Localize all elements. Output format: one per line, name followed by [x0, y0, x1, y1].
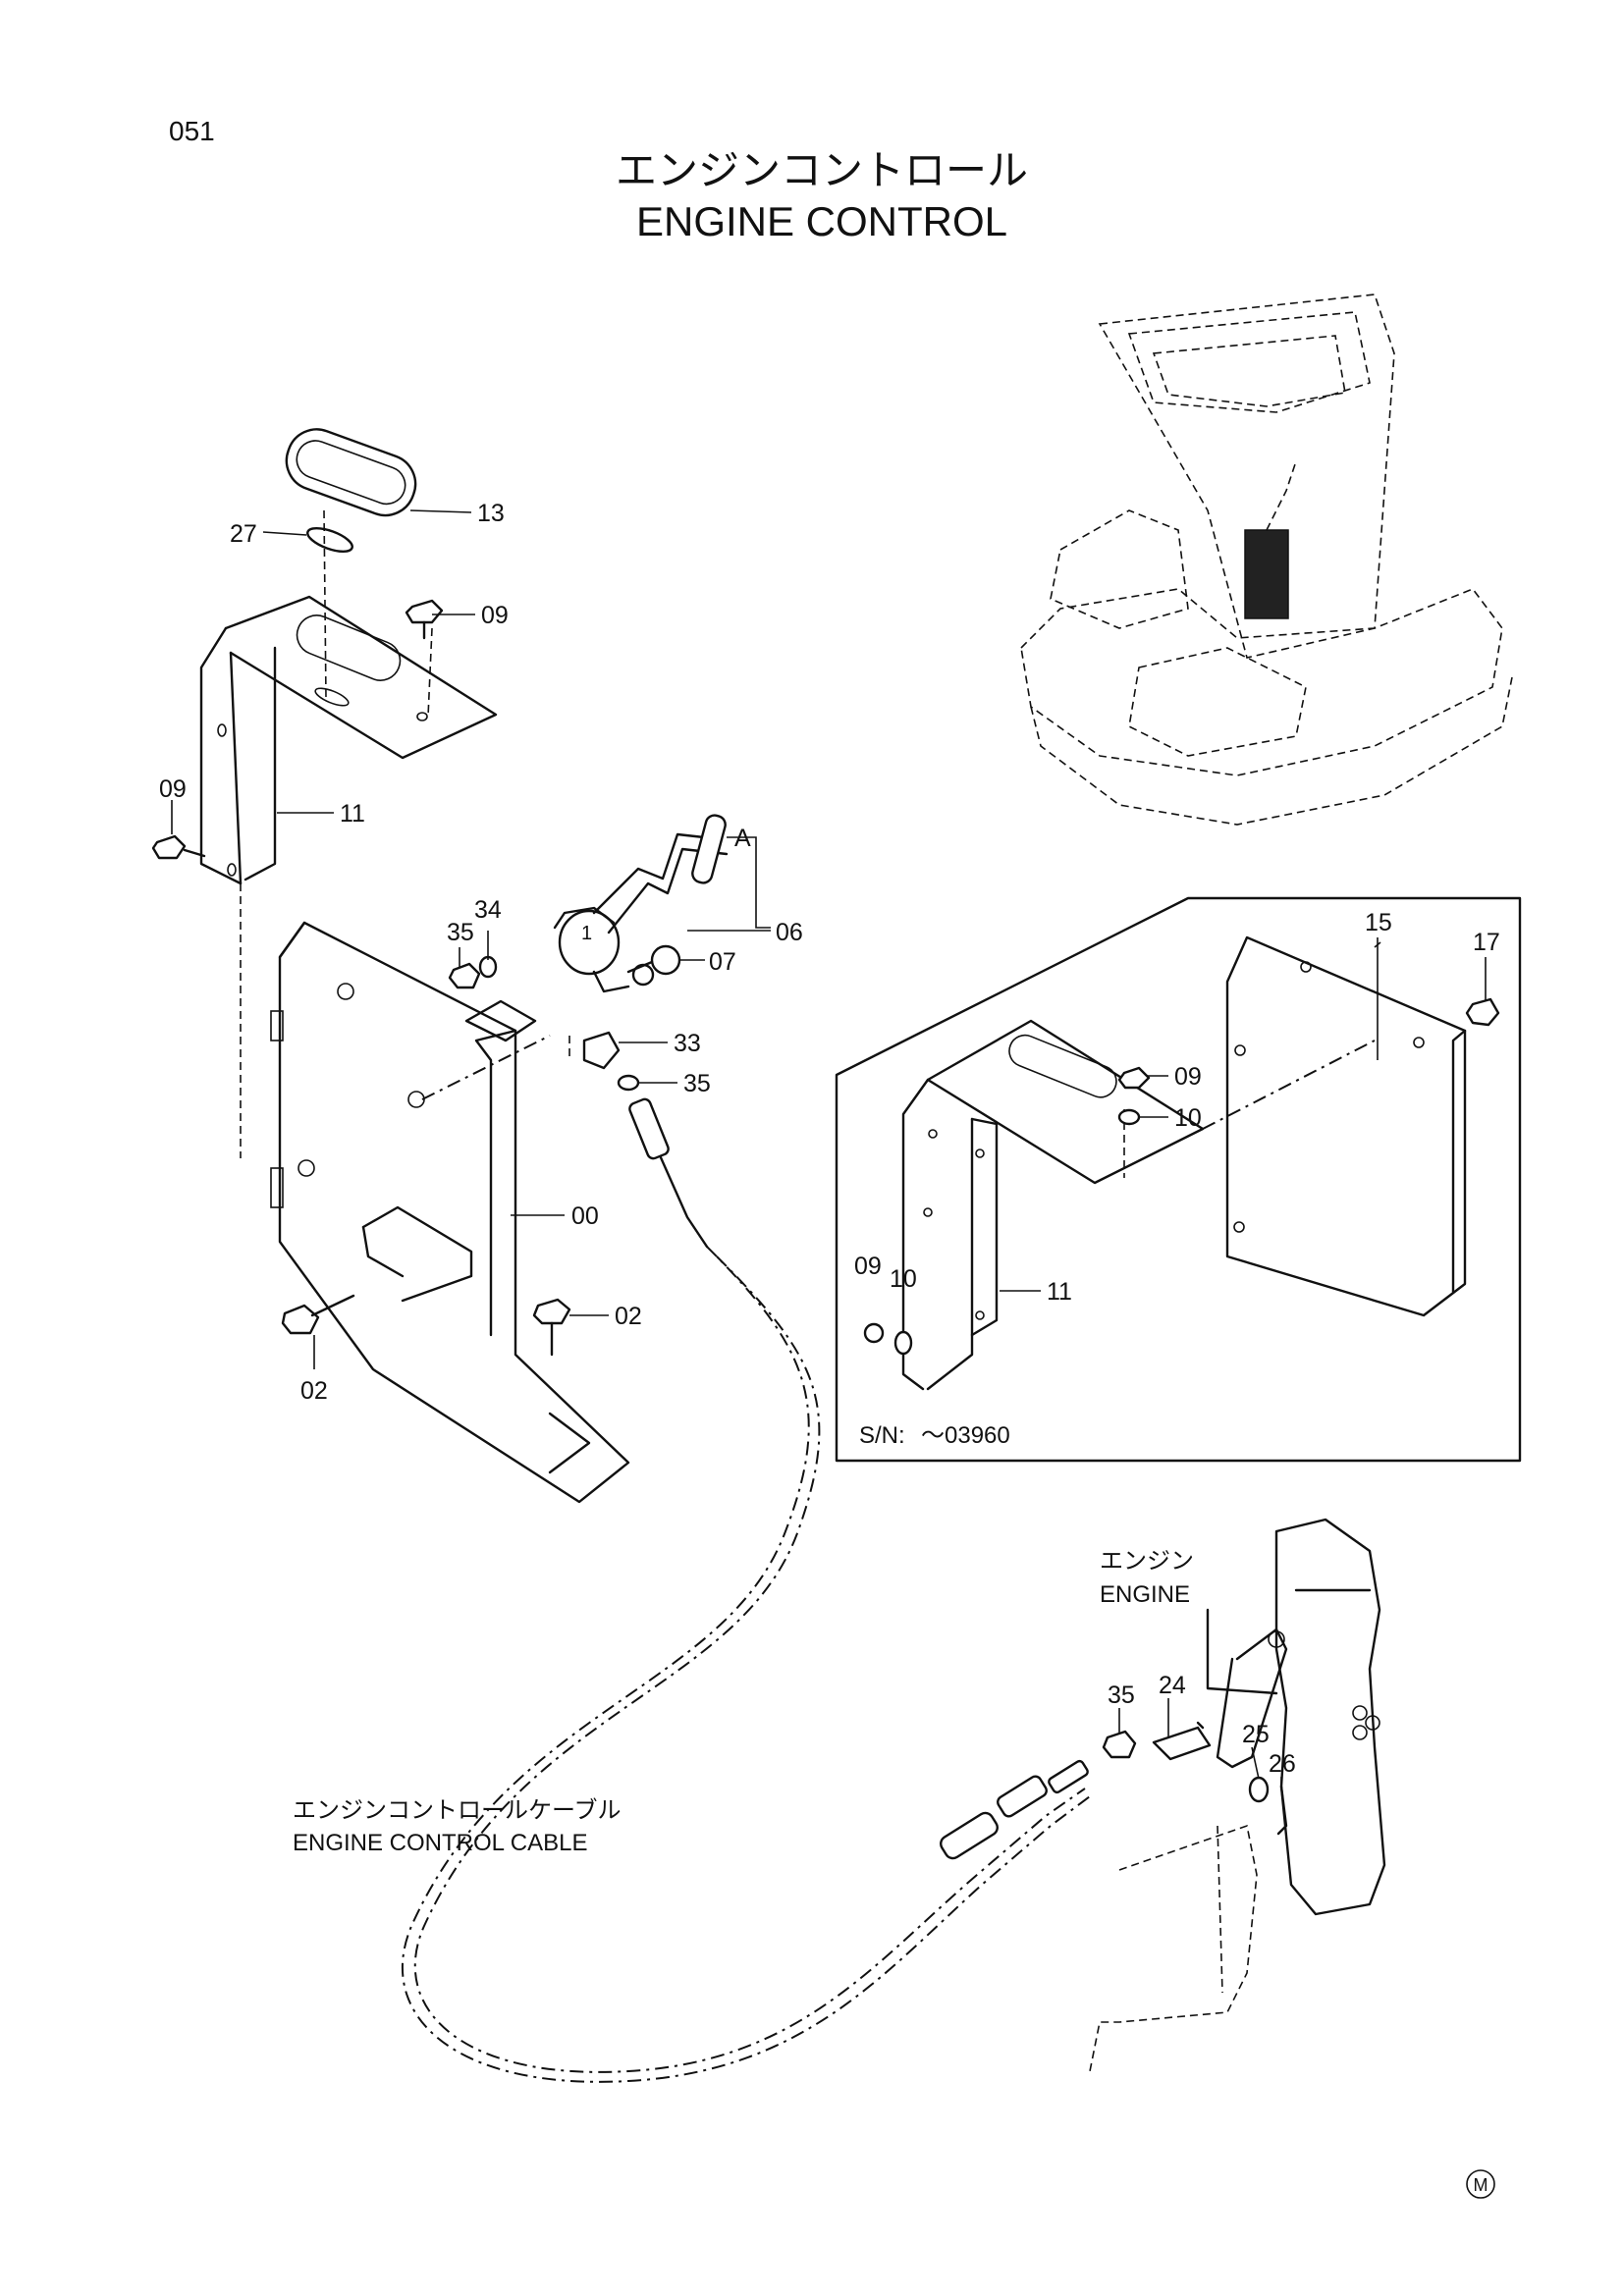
callout-labels: 13 27 09 09 11 A 06 34 35 07 33 35 00 02…	[159, 500, 1500, 1778]
callout-09-top: 09	[481, 602, 509, 629]
cable-end-fitting	[940, 1759, 1089, 1860]
washer-35	[617, 1074, 640, 1092]
cable-label-english: ENGINE CONTROL CABLE	[293, 1830, 588, 1856]
callout-35-mid: 35	[683, 1070, 711, 1097]
callout-11: 11	[340, 800, 365, 828]
callout-35-engine: 35	[1108, 1682, 1135, 1709]
callout-27: 27	[230, 520, 257, 548]
callout-02-right: 02	[615, 1303, 642, 1330]
mark-letter: M	[1474, 2175, 1488, 2195]
callout-13: 13	[477, 500, 505, 527]
callout-09-left: 09	[159, 775, 187, 803]
callout-09-inset-left: 09	[854, 1253, 882, 1280]
operator-console-illustration	[1020, 294, 1513, 826]
main-bracket-assembly	[151, 428, 729, 1504]
serial-number-value: ～03960	[921, 1422, 1010, 1449]
engine-control-cable	[402, 1097, 1091, 2083]
callout-24: 24	[1159, 1672, 1186, 1699]
callout-26: 26	[1269, 1750, 1296, 1778]
knob-grip	[285, 428, 417, 517]
title-english: ENGINE CONTROL	[636, 198, 1007, 244]
callout-09-inset-top: 09	[1174, 1063, 1202, 1091]
bolt-02-left	[281, 1294, 355, 1335]
callout-15: 15	[1365, 909, 1392, 936]
callout-leaders	[171, 509, 1487, 1789]
bolt-09-top	[405, 599, 444, 640]
title-japanese: エンジンコントロール	[616, 147, 1028, 193]
nut-35	[448, 962, 481, 989]
callout-25: 25	[1242, 1721, 1270, 1748]
bolt-02-right	[532, 1298, 571, 1357]
callout-07: 07	[709, 948, 736, 976]
bolt-07	[626, 944, 681, 976]
callout-A: A	[734, 825, 751, 852]
cable-label-japanese: エンジンコントロールケーブル	[293, 1797, 622, 1824]
serial-inset: S/N: ～03960	[835, 896, 1522, 1463]
callout-17: 17	[1473, 929, 1500, 956]
elbow-33	[582, 1031, 621, 1070]
callout-02-left: 02	[300, 1377, 328, 1405]
callout-1: 1	[581, 923, 592, 944]
circled-m-mark: M	[1466, 2169, 1495, 2199]
callout-34: 34	[474, 896, 502, 924]
callout-10-inset-top: 10	[1174, 1104, 1202, 1132]
page-number: 051	[169, 116, 215, 146]
bolt-09-left	[151, 834, 206, 860]
callout-00: 00	[571, 1202, 599, 1230]
callout-06: 06	[776, 919, 803, 946]
callout-35-top: 35	[447, 919, 474, 946]
control-lever-highlight	[1244, 529, 1289, 619]
callout-33: 33	[674, 1030, 701, 1057]
callout-10-inset-left: 10	[890, 1265, 917, 1293]
serial-number-label: S/N:	[859, 1422, 905, 1449]
callout-11-inset: 11	[1047, 1278, 1072, 1306]
engine-label-japanese: エンジン	[1100, 1548, 1194, 1575]
engine-label-english: ENGINE	[1100, 1581, 1190, 1608]
